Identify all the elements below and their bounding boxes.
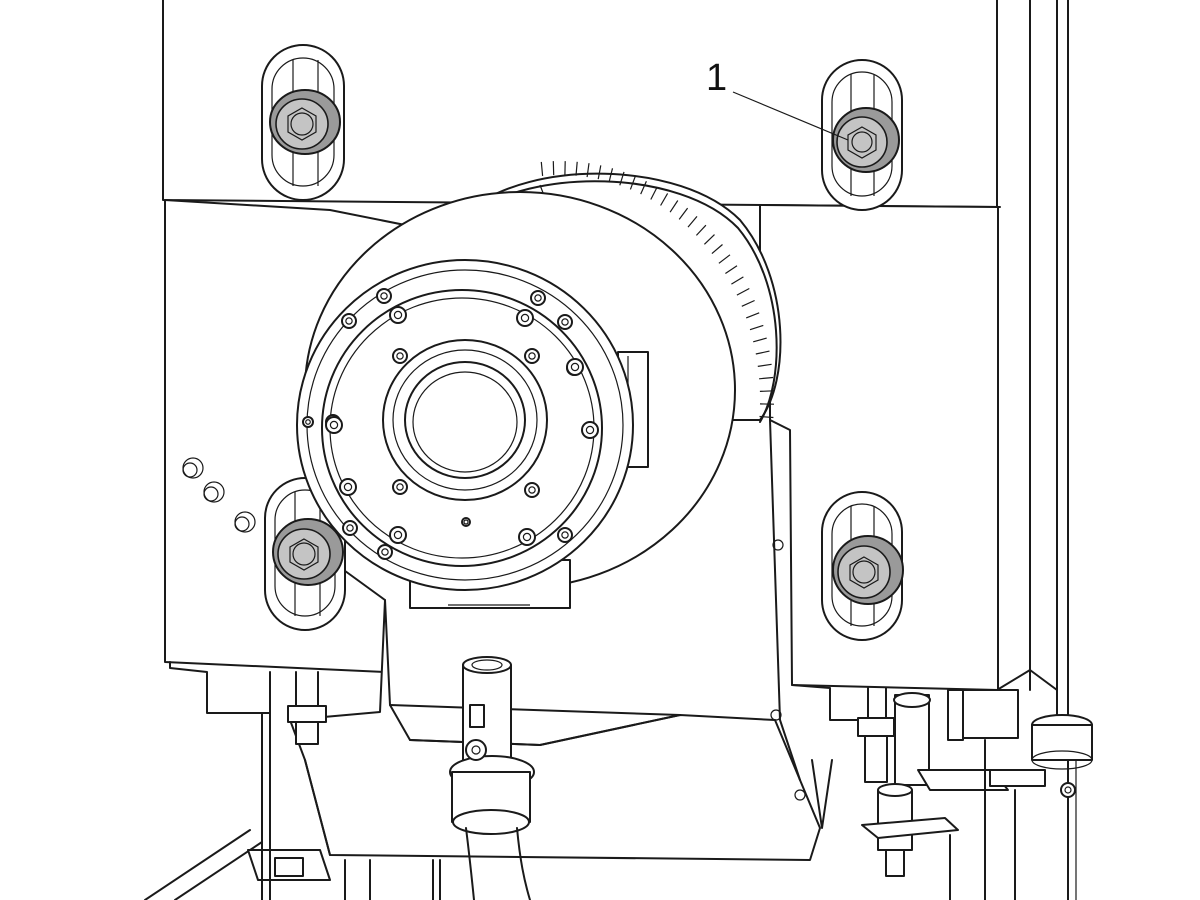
callout-1: 1 bbox=[706, 57, 849, 141]
spindle-nose bbox=[382, 339, 548, 501]
flange-bolt-hole bbox=[566, 358, 584, 376]
pulley-tooth bbox=[753, 337, 767, 343]
right-fitting bbox=[857, 687, 931, 877]
flange-pin-hole bbox=[461, 517, 471, 527]
pulley-tooth bbox=[640, 181, 647, 195]
pulley-tooth bbox=[575, 161, 578, 176]
flange-bolt-hole bbox=[518, 528, 536, 546]
pulley-tooth bbox=[660, 193, 669, 206]
pulley-tooth bbox=[540, 161, 544, 176]
left-fitting bbox=[287, 671, 327, 745]
flange-outer-hole bbox=[341, 313, 357, 329]
pulley-tooth bbox=[678, 207, 689, 220]
flange-bolt-hole bbox=[516, 309, 534, 327]
right-tube-collar bbox=[1031, 714, 1093, 798]
pulley-tooth bbox=[745, 312, 760, 319]
pulley-tooth bbox=[586, 163, 590, 178]
pulley-tooth bbox=[711, 244, 723, 255]
flange-inner-hole bbox=[524, 482, 540, 498]
bolt-lower-left bbox=[272, 518, 344, 586]
bolt-upper-left bbox=[269, 89, 341, 155]
flange-bolt-hole bbox=[325, 416, 343, 434]
right-mount-brackets bbox=[861, 689, 1046, 900]
flange-bolt-hole bbox=[389, 306, 407, 324]
pulley-tooth bbox=[597, 165, 602, 180]
lower-frame bbox=[144, 712, 1016, 900]
flange-inner-hole bbox=[392, 479, 408, 495]
pulley-tooth bbox=[669, 200, 679, 213]
coolant-hose bbox=[465, 827, 531, 900]
flange-outer-hole bbox=[377, 544, 393, 560]
flange-side-hole bbox=[302, 416, 314, 428]
flange-outer-hole bbox=[557, 314, 573, 330]
pulley-tooth bbox=[703, 234, 715, 245]
flange-outer-hole bbox=[342, 520, 358, 536]
flange-fastener-holes bbox=[302, 288, 599, 560]
flange-bolt-hole bbox=[339, 478, 357, 496]
callout-1-label: 1 bbox=[706, 57, 727, 99]
pulley-tooth bbox=[749, 324, 764, 331]
callout-1-leader-line bbox=[732, 91, 849, 141]
pulley-tooth bbox=[687, 216, 698, 228]
flange-bolt-hole bbox=[389, 526, 407, 544]
flange-outer-hole bbox=[376, 288, 392, 304]
flange-outer-hole bbox=[530, 290, 546, 306]
pulley-tooth bbox=[736, 287, 750, 296]
pulley-tooth bbox=[757, 363, 772, 367]
flange-bolt-hole bbox=[581, 421, 599, 439]
lower-housing bbox=[289, 419, 833, 861]
pulley-tooth bbox=[695, 224, 707, 236]
flange-inner-hole bbox=[524, 348, 540, 364]
pulley-tooth bbox=[759, 376, 774, 380]
pulley-tooth bbox=[608, 168, 614, 183]
right-bracket-block bbox=[759, 204, 999, 721]
bolt-upper-right bbox=[832, 107, 900, 173]
pulley-tooth bbox=[725, 265, 738, 274]
pulley-tooth bbox=[741, 299, 755, 307]
bolt-lower-right bbox=[832, 535, 904, 605]
pulley-tooth bbox=[755, 350, 770, 355]
pulley-tooth bbox=[650, 186, 658, 200]
center-coolant-valve bbox=[449, 656, 535, 835]
pulley-tooth bbox=[718, 254, 731, 264]
flange-inner-hole bbox=[392, 348, 408, 364]
flange-outer-hole bbox=[557, 527, 573, 543]
pulley-tooth bbox=[731, 276, 744, 285]
